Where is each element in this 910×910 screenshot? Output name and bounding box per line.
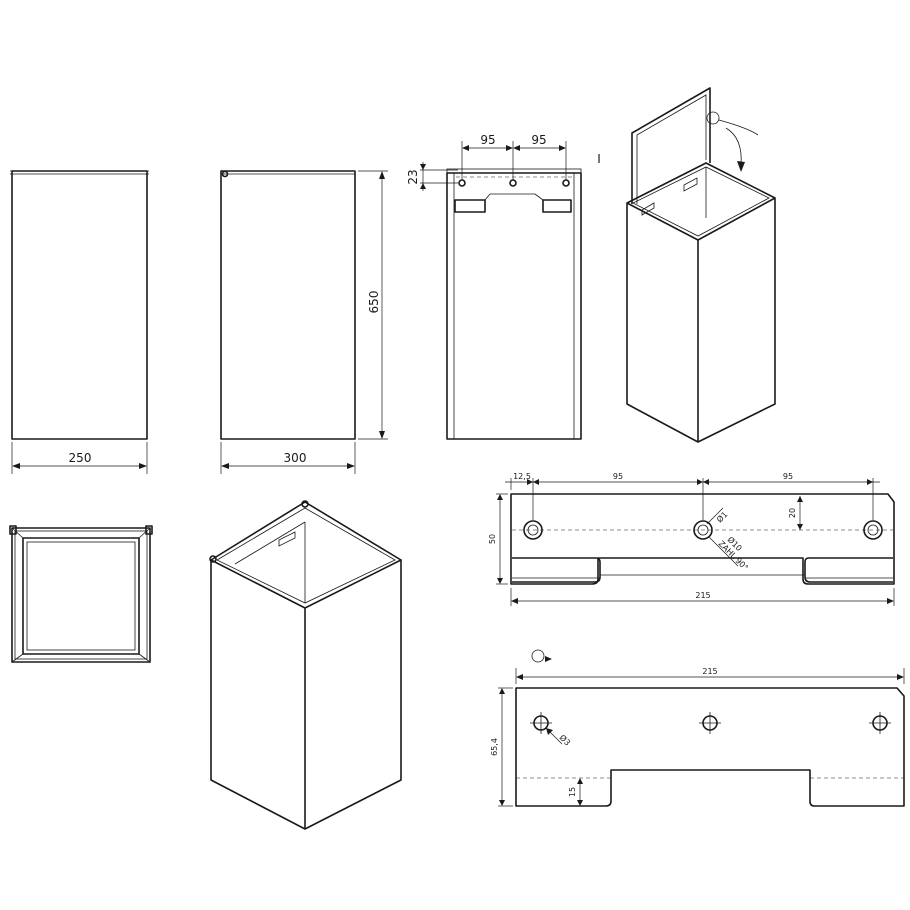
dim-hole-spacing-left: 95 — [613, 472, 623, 481]
dim-edge-offset: 12,5 — [513, 472, 531, 481]
bracket-detail-top: 12,5 95 95 20 50 215 Ø1 Ø10 ZAHL 90° — [488, 472, 895, 606]
rear-view: 95 95 23 I — [406, 133, 601, 440]
dim-bracket-bottom-height: 65,4 — [490, 738, 499, 756]
label-hole-bottom: Ø3 — [558, 732, 573, 747]
dim-notch: 15 — [568, 787, 577, 797]
dim-bracket-spacing-left: 95 — [480, 133, 495, 147]
side-view: 300 650 — [220, 170, 388, 474]
dim-bracket-bottom-length: 215 — [702, 667, 717, 676]
dim-bracket-top-offset: 23 — [406, 169, 420, 184]
dim-bracket-length: 215 — [695, 591, 710, 600]
dim-side-width: 300 — [284, 451, 307, 465]
top-view — [9, 525, 153, 663]
iso-open-top — [209, 500, 402, 830]
iso-open-lid — [626, 87, 776, 443]
dim-height: 650 — [367, 291, 381, 314]
front-view: 250 — [10, 170, 149, 474]
dim-bracket-spacing-right: 95 — [531, 133, 546, 147]
dim-hole-spacing-right: 95 — [783, 472, 793, 481]
bracket-detail-bottom: 215 65,4 15 Ø3 — [490, 649, 905, 807]
dim-front-width: 250 — [69, 451, 92, 465]
dim-hole-depth: 20 — [788, 508, 797, 518]
section-mark: I — [597, 152, 601, 166]
label-hole-small: Ø1 — [714, 509, 729, 524]
dim-bracket-height: 50 — [488, 534, 497, 544]
